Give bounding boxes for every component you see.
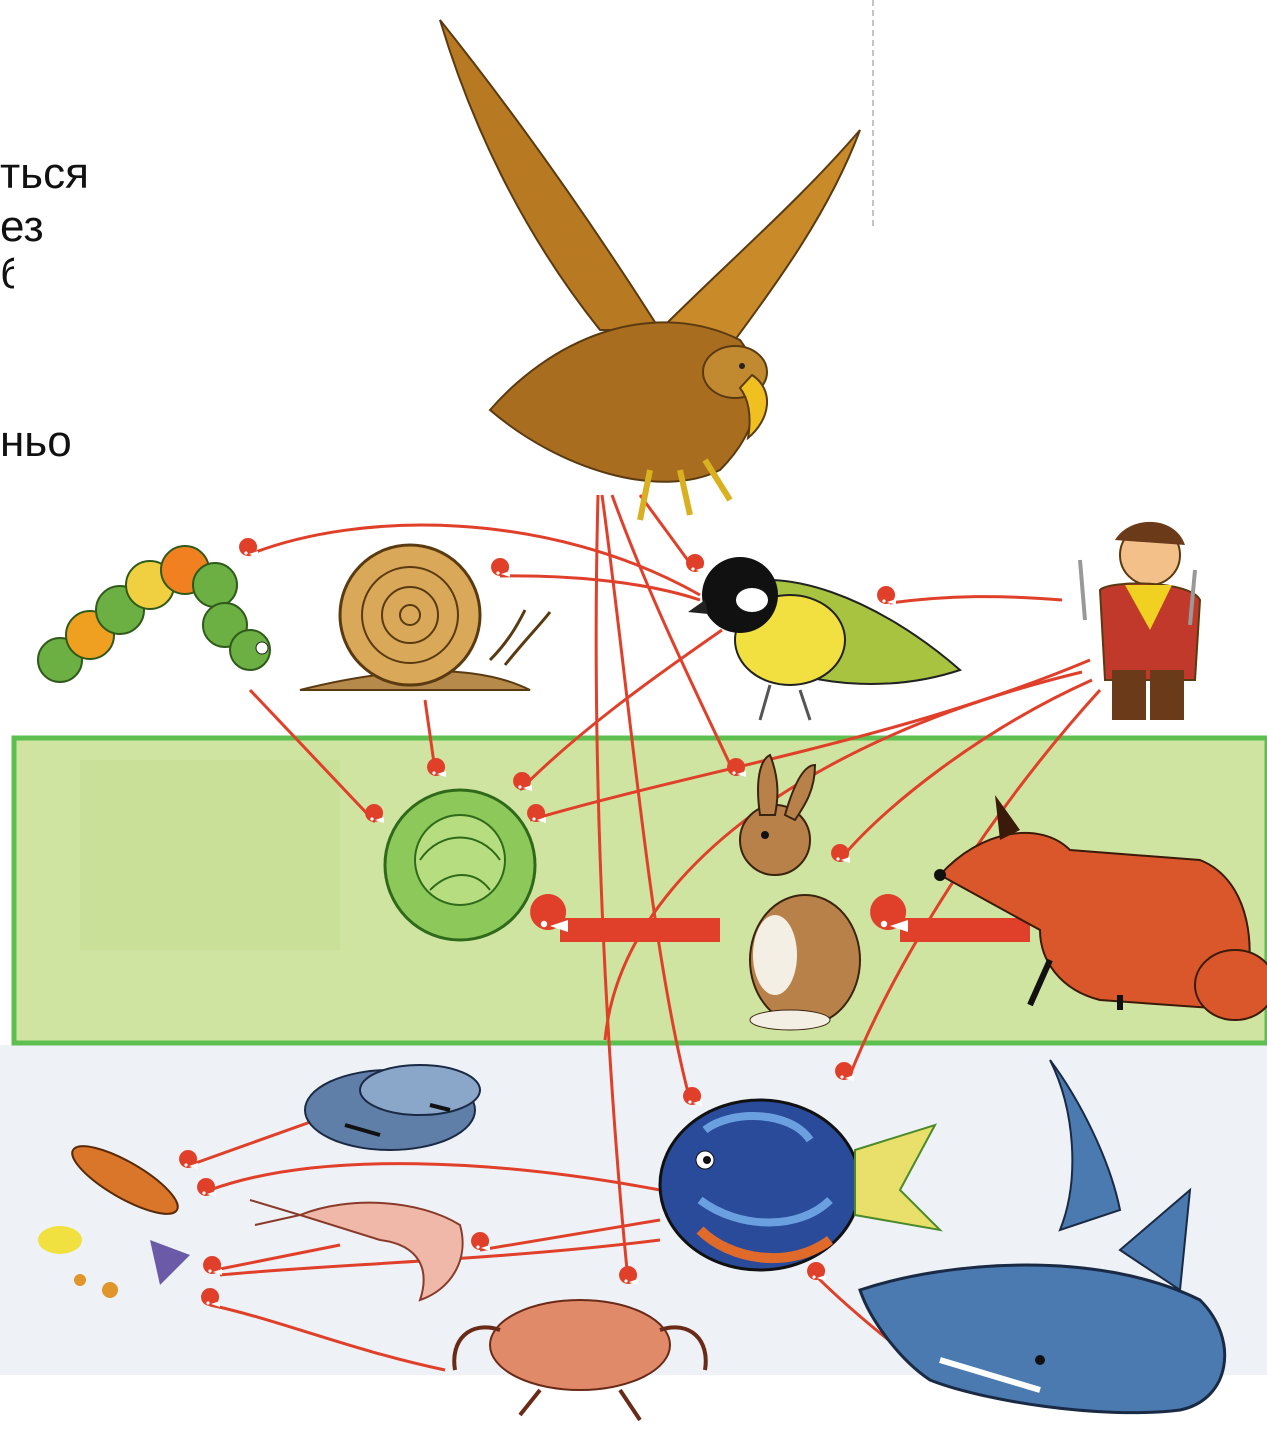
land-band-texture — [80, 760, 340, 950]
cabbage-icon — [385, 790, 535, 940]
caterpillar-icon — [38, 546, 270, 682]
link-man-tit — [890, 597, 1062, 603]
snail-icon — [300, 545, 550, 690]
eagle-icon — [440, 20, 860, 520]
tit-icon — [688, 557, 960, 720]
